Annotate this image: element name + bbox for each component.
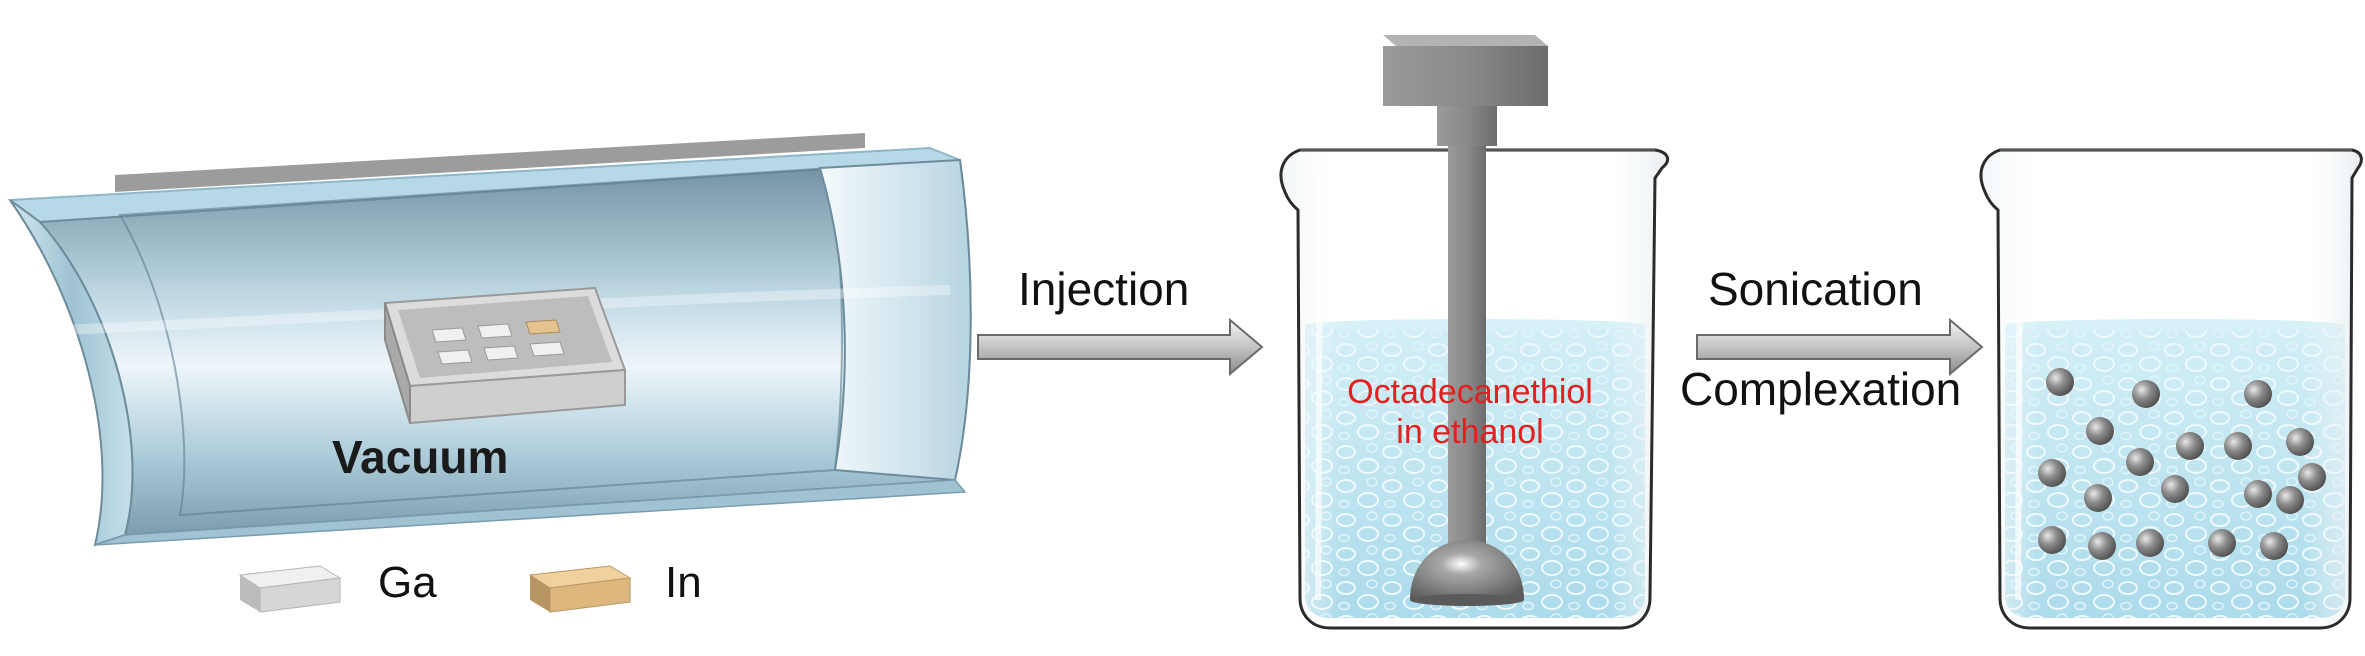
nanoparticle-icon	[2136, 529, 2164, 557]
nanoparticle-icon	[2161, 475, 2189, 503]
nanoparticle-icon	[2176, 432, 2204, 460]
stirrer-rod-icon	[1383, 35, 1548, 606]
beaker2-glass	[1979, 148, 2363, 630]
beaker2-glare	[2015, 174, 2023, 601]
nanoparticle-icon	[2286, 428, 2314, 456]
nanoparticle-icon	[2086, 417, 2114, 445]
injection-label: Injection	[1018, 263, 1190, 315]
nanoparticles	[2038, 368, 2326, 560]
tray-left	[384, 302, 411, 424]
ga-legend-label: Ga	[378, 558, 437, 607]
stirrer-top-cap	[1383, 35, 1548, 46]
legend	[238, 565, 632, 613]
arrow-right-icon	[1696, 317, 1984, 377]
stirrer-top	[1383, 46, 1548, 106]
nanoparticle-icon	[2224, 432, 2252, 460]
nanoparticle-icon	[2208, 529, 2236, 557]
solution-label-line2: in ethanol	[1396, 413, 1544, 451]
in-block	[525, 319, 561, 335]
beaker1-glare	[1315, 174, 1323, 601]
stirrer-collar	[1437, 106, 1497, 146]
arrow-right-icon	[977, 317, 1264, 377]
nanoparticle-icon	[2244, 480, 2272, 508]
crucible-tray	[383, 286, 627, 425]
solution-label: Octadecanethiol in ethanol	[1345, 372, 1595, 452]
tube-top-rail	[115, 133, 865, 192]
nanoparticle-icon	[2244, 380, 2272, 408]
stirrer-shaft	[1448, 146, 1486, 551]
nanoparticle-icon	[2132, 380, 2160, 408]
sonication-label: Sonication	[1708, 263, 1923, 315]
nanoparticle-icon	[2038, 526, 2066, 554]
vacuum-label: Vacuum	[332, 431, 509, 483]
beaker-icon	[1979, 148, 2363, 630]
nanoparticle-icon	[2038, 459, 2066, 487]
solution-label-line1: Octadecanethiol	[1347, 373, 1593, 411]
nanoparticle-icon	[2126, 448, 2154, 476]
nanoparticle-icon	[2084, 484, 2112, 512]
in-swatch	[528, 565, 632, 613]
nanoparticle-icon	[2046, 368, 2074, 396]
ga-blocks	[431, 323, 565, 365]
stirrer-dome-base	[1410, 594, 1524, 606]
complexation-label: Complexation	[1680, 363, 1962, 415]
in-legend-label: In	[665, 558, 702, 607]
stirrer-dome	[1410, 540, 1524, 600]
nanoparticle-icon	[2260, 532, 2288, 560]
ga-swatch	[238, 565, 342, 613]
nanoparticle-icon	[2088, 532, 2116, 560]
nanoparticle-icon	[2276, 486, 2304, 514]
nanoparticle-icon	[2298, 463, 2326, 491]
tube-bottom-rim	[94, 479, 967, 546]
